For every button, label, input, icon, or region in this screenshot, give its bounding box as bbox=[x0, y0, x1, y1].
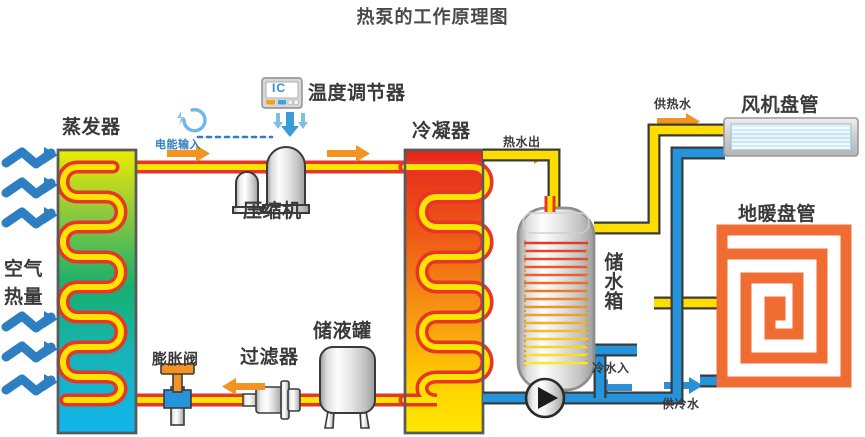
page-title: 热泵的工作原理图 bbox=[356, 7, 509, 27]
filter[interactable] bbox=[242, 380, 301, 420]
label-cold-water-in: 冷水入 bbox=[592, 361, 630, 375]
label-evaporator: 蒸发器 bbox=[62, 117, 121, 138]
label-compressor: 压缩机 bbox=[243, 201, 302, 222]
label-water-tank: 储水箱 bbox=[601, 252, 623, 311]
label-floor-heating-coil: 地暖盘管 bbox=[738, 204, 817, 225]
liquid-receiver[interactable] bbox=[319, 346, 376, 429]
compressor[interactable] bbox=[232, 146, 310, 214]
thermostat-down-arrows bbox=[273, 112, 308, 137]
label-air-heat-line1: 空气 bbox=[4, 259, 44, 280]
air-heat-arrows bbox=[1, 147, 56, 396]
arrow-compressor-to-condenser bbox=[327, 145, 370, 162]
expansion-valve[interactable] bbox=[160, 363, 195, 426]
water-tank-coils bbox=[524, 241, 588, 365]
fan-coil-unit[interactable] bbox=[723, 117, 859, 157]
label-thermostat: 温度调节器 bbox=[308, 83, 406, 104]
arrow-return-to-expansion-valve bbox=[222, 378, 265, 395]
label-air-heat-line2: 热量 bbox=[4, 287, 44, 308]
circulation-pump[interactable] bbox=[524, 377, 566, 419]
floor-heating-coil[interactable] bbox=[716, 224, 852, 388]
water-tank[interactable] bbox=[516, 206, 596, 392]
label-cold-water-supply: 供冷水 bbox=[662, 397, 700, 411]
air-heat-arrowheads bbox=[44, 147, 58, 391]
label-fan-coil: 风机盘管 bbox=[741, 95, 820, 116]
arrow-evaporator-to-compressor bbox=[167, 145, 210, 162]
label-expansion-valve: 膨胀阀 bbox=[152, 351, 199, 368]
label-liquid-receiver: 储液罐 bbox=[313, 321, 372, 342]
evaporator[interactable] bbox=[56, 148, 138, 435]
label-condenser: 冷凝器 bbox=[412, 121, 471, 142]
label-hot-water-out: 热水出 bbox=[503, 135, 541, 149]
label-power-input: 电能输入 bbox=[155, 139, 201, 151]
thermostat-screen-text: IC bbox=[272, 81, 286, 95]
label-hot-water-supply: 供热水 bbox=[654, 97, 692, 111]
thermostat-icon[interactable] bbox=[261, 77, 303, 109]
label-filter: 过滤器 bbox=[240, 347, 299, 368]
power-input-icon bbox=[177, 108, 207, 133]
condenser[interactable] bbox=[398, 148, 494, 435]
